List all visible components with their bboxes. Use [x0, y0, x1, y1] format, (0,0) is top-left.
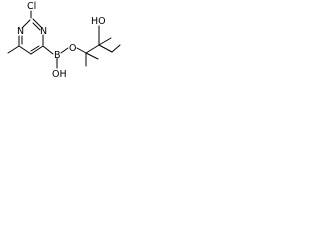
ring-nitrogen-label-left: N [17, 26, 24, 37]
boronic-hydroxyl-label: OH [52, 69, 67, 80]
bond-c4-c5 [30, 45, 44, 55]
chemical-structure-diagram: Cl N N B OH O HO [7, 1, 121, 80]
pinacol-fragment [76, 25, 121, 67]
ester-oxygen-label: O [69, 43, 76, 54]
chloro-label: Cl [27, 1, 36, 12]
bond-c-methyl-side [98, 44, 113, 53]
bond-c4-b [42, 45, 54, 55]
pinacol-hydroxyl-label: HO [91, 16, 106, 27]
bond-c-methyl-top [98, 37, 112, 46]
bond-c6-methyl [7, 45, 20, 54]
bond-n1-c2 [21, 19, 31, 29]
bond-c-methyl-far [111, 44, 121, 53]
bond-c-c-quaternary [85, 44, 100, 54]
bond-c5-c6 [18, 45, 32, 55]
bond-o-c [76, 47, 87, 54]
bond-c2-n3 [32, 18, 43, 29]
ring-nitrogen-label-right: N [40, 26, 47, 37]
boron-label: B [54, 50, 61, 61]
bond-b-o [60, 47, 69, 54]
bond-c-methyl-right [85, 52, 99, 60]
pyrimidine-ring [18, 18, 44, 55]
bond-c2-n3-inner [32, 22, 41, 31]
bond-c4-c5-inner [30, 45, 40, 52]
